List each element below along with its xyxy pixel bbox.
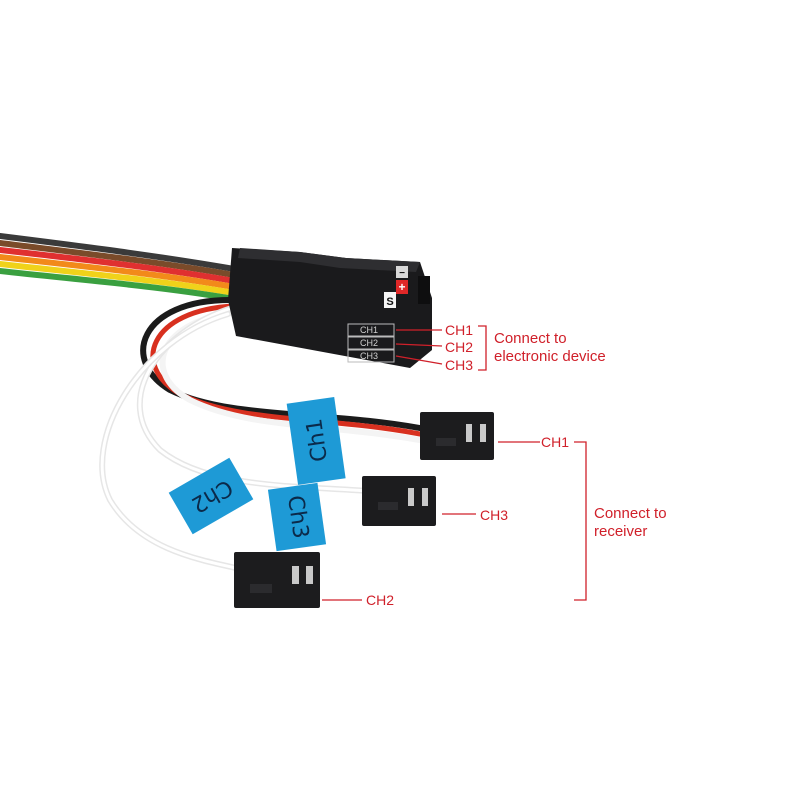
device-callout-ch3: CH3 <box>445 357 474 373</box>
receiver-callout-ch1: CH1 <box>541 434 570 450</box>
tape-ch3: Ch3 <box>267 482 327 552</box>
device-callout-ch1: CH1 <box>445 322 474 338</box>
servo-module: S + − CH1 CH2 CH3 <box>228 248 432 368</box>
connector-ch2 <box>234 552 320 608</box>
module-label-ch2: CH2 <box>360 338 378 348</box>
ribbon-cable <box>0 233 243 303</box>
minus-port-label: − <box>399 268 405 279</box>
svg-text:Ch1: Ch1 <box>302 417 333 463</box>
plus-port <box>396 280 408 294</box>
minus-port <box>396 266 408 278</box>
module-label-ch1: CH1 <box>360 325 378 335</box>
module-label-ch3: CH3 <box>360 351 378 361</box>
receiver-callout-ch3: CH3 <box>480 507 509 523</box>
receiver-group-label-line2: receiver <box>594 523 648 540</box>
receiver-callout-ch2: CH2 <box>366 592 395 608</box>
tape-ch2: Ch2 <box>168 457 254 535</box>
device-group-label-line1: Connect to <box>494 330 567 347</box>
device-callout-lines <box>395 325 487 371</box>
svg-text:Ch3: Ch3 <box>282 494 313 540</box>
signal-port <box>384 292 396 308</box>
receiver-callout-lines <box>322 441 587 601</box>
plus-port-label: + <box>398 280 405 294</box>
ch2-lead <box>99 311 248 573</box>
signal-port-label: S <box>386 296 393 308</box>
device-group-label-line2: electronic device <box>494 348 606 365</box>
lead-wires <box>99 297 433 573</box>
device-callout-ch2: CH2 <box>445 339 474 355</box>
connector-ch3 <box>362 476 436 526</box>
tape-ch1: Ch1 <box>286 397 346 485</box>
receiver-group-label-line1: Connect to <box>594 505 667 522</box>
module-channel-labels: CH1 CH2 CH3 <box>347 323 395 363</box>
connector-ch1 <box>420 412 494 460</box>
